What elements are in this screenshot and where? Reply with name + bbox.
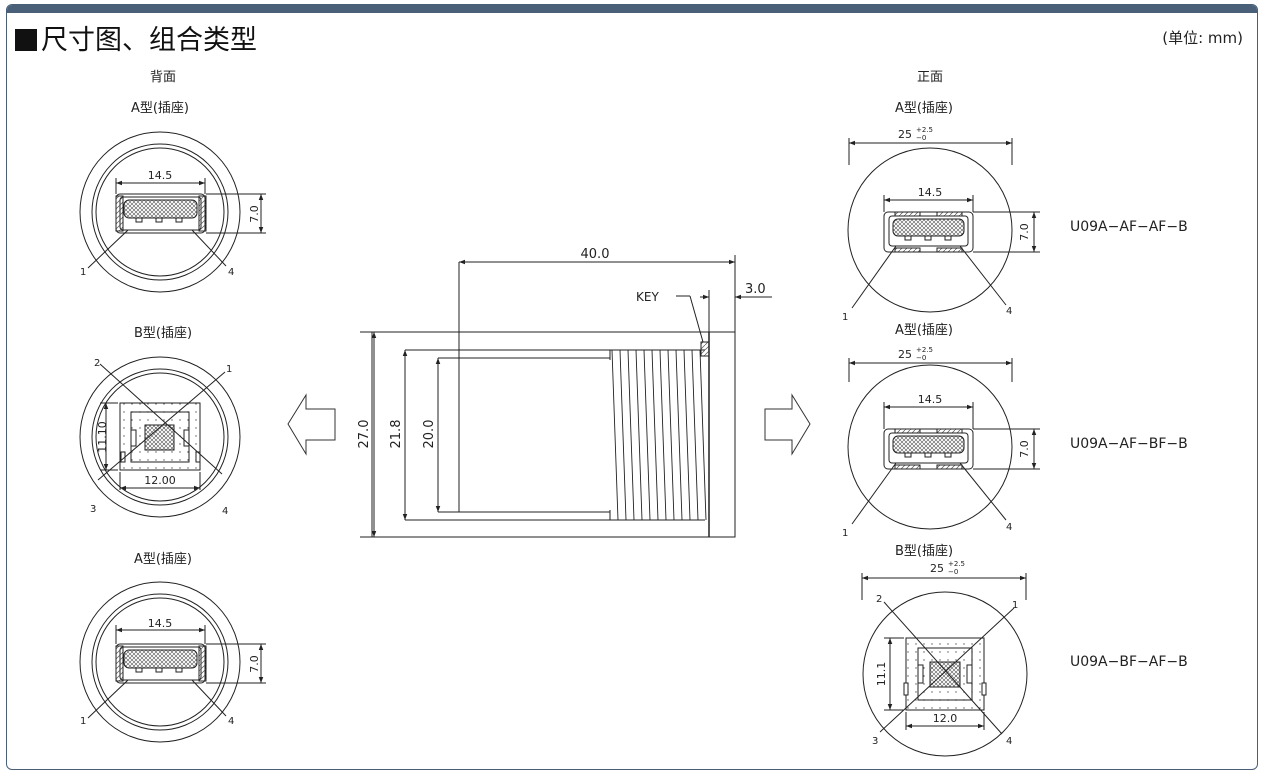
pin-label: 4 bbox=[228, 267, 234, 278]
dim-thread-dia: 21.8 bbox=[389, 420, 404, 449]
dim-height: 7.0 bbox=[248, 205, 261, 223]
tol-minus: −0 bbox=[916, 354, 926, 362]
left-arrow-icon bbox=[287, 393, 336, 456]
dim-outer-dia: 27.0 bbox=[357, 420, 372, 449]
dim-height: 7.0 bbox=[1018, 440, 1031, 458]
tol-plus: +2.5 bbox=[916, 346, 933, 354]
title-text: 尺寸图、组合类型 bbox=[41, 25, 257, 56]
dim-outer: 25 bbox=[930, 562, 944, 575]
pin-label: 3 bbox=[90, 504, 96, 515]
dim-height: 11.10 bbox=[96, 421, 109, 453]
square-bullet-icon bbox=[15, 29, 37, 51]
pin-label: 4 bbox=[222, 506, 228, 517]
dim-length: 40.0 bbox=[581, 247, 610, 262]
thread bbox=[609, 349, 707, 521]
dim-outer: 25 bbox=[898, 348, 912, 361]
pin-label: 1 bbox=[226, 364, 232, 375]
dim-height: 11.1 bbox=[875, 662, 888, 687]
model-number: U09A−AF−BF−B bbox=[1070, 436, 1188, 452]
pin-label: 4 bbox=[1006, 736, 1012, 747]
dim-outer: 25 bbox=[898, 128, 912, 141]
dim-width: 14.5 bbox=[148, 617, 173, 630]
front-heading: 正面 bbox=[917, 70, 943, 85]
pin-label: 4 bbox=[1006, 306, 1012, 317]
rear-view-a-top: A型(插座) 14.5 7.0 1 4 bbox=[79, 101, 266, 293]
key-label: KEY bbox=[636, 290, 659, 304]
pin-label: 4 bbox=[1006, 522, 1012, 533]
unit-note: (单位: mm) bbox=[1162, 29, 1243, 47]
dim-height: 7.0 bbox=[1018, 223, 1031, 241]
dim-height: 7.0 bbox=[248, 655, 261, 673]
front-view-a-mid: A型(插座) 25 +2.5 −0 14.5 7.0 1 4 U09A−AF−B… bbox=[842, 323, 1188, 539]
rear-view-label: A型(插座) bbox=[134, 552, 192, 567]
model-number: U09A−AF−AF−B bbox=[1070, 219, 1188, 235]
tol-minus: −0 bbox=[916, 134, 926, 142]
rear-view-a-bottom: A型(插座) 14.5 7.0 1 4 bbox=[79, 552, 266, 743]
pin-label: 1 bbox=[842, 312, 848, 323]
dim-width: 12.0 bbox=[933, 712, 958, 725]
front-view-label: A型(插座) bbox=[895, 101, 953, 116]
pin-label: 1 bbox=[1012, 600, 1018, 611]
dim-inner-dia: 20.0 bbox=[422, 420, 437, 449]
pin-label: 1 bbox=[80, 267, 86, 278]
rear-view-b: B型(插座) 11.10 12.00 2 1 3 4 bbox=[79, 326, 241, 518]
pin-label: 2 bbox=[94, 358, 100, 369]
right-arrow-icon bbox=[764, 393, 811, 456]
front-view-label: B型(插座) bbox=[895, 544, 953, 559]
pin-label: 2 bbox=[876, 594, 882, 605]
rear-heading: 背面 bbox=[150, 70, 176, 85]
front-view-b: B型(插座) 25 +2.5 −0 11.1 12.0 2 1 3 4 U09A… bbox=[861, 544, 1188, 757]
dim-width: 14.5 bbox=[918, 186, 943, 199]
tol-plus: +2.5 bbox=[948, 560, 965, 568]
model-number: U09A−BF−AF−B bbox=[1070, 654, 1188, 670]
tol-minus: −0 bbox=[948, 568, 958, 576]
pin-label: 1 bbox=[842, 528, 848, 539]
tol-plus: +2.5 bbox=[916, 126, 933, 134]
dim-flange: 3.0 bbox=[745, 282, 766, 297]
side-view: 40.0 KEY 3.0 27.0 21.8 20.0 bbox=[357, 247, 772, 538]
front-view-label: A型(插座) bbox=[895, 323, 953, 338]
dim-width: 12.00 bbox=[144, 474, 176, 487]
pin-label: 1 bbox=[80, 716, 86, 727]
dim-width: 14.5 bbox=[918, 393, 943, 406]
pin-label: 3 bbox=[872, 736, 878, 747]
rear-view-label: B型(插座) bbox=[134, 326, 192, 341]
dim-width: 14.5 bbox=[148, 169, 173, 182]
front-view-a-top: A型(插座) 25 +2.5 −0 14.5 7.0 1 4 U09A−AF−A… bbox=[842, 101, 1188, 323]
pin-label: 4 bbox=[228, 716, 234, 727]
rear-view-label: A型(插座) bbox=[131, 101, 189, 116]
top-bar bbox=[7, 5, 1257, 13]
page-title: 尺寸图、组合类型 bbox=[15, 25, 257, 57]
